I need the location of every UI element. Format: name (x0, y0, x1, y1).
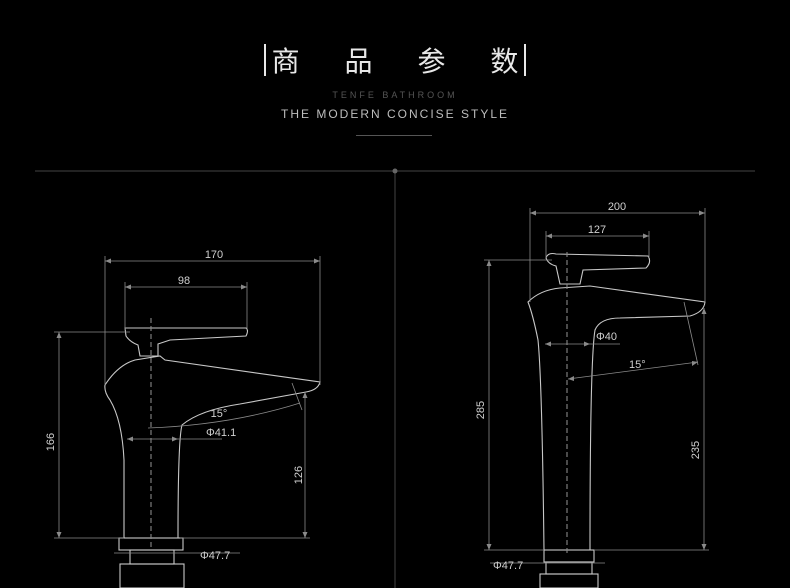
left-label-spout-height: 126 (293, 466, 305, 484)
left-arrowheads (56, 258, 320, 538)
right-label-base-dia: Φ47.7 (493, 560, 523, 572)
right-label-spout-height: 235 (690, 441, 702, 459)
right-label-height-total: 285 (475, 401, 487, 419)
title-text: 商 品 参 数 (271, 45, 537, 78)
left-label-width-handle: 98 (178, 275, 190, 287)
right-nut (539, 573, 599, 588)
left-dimensions (54, 256, 321, 554)
left-label-spout-dia: Φ41.1 (206, 427, 236, 439)
left-label-width-total: 170 (205, 249, 223, 261)
left-label-height-total: 166 (45, 433, 57, 451)
right-dimensions (484, 208, 709, 564)
slogan: THE MODERN CONCISE STYLE (280, 107, 510, 121)
right-faucet (527, 252, 706, 588)
divider-node (392, 168, 398, 174)
brand-name: TENFE BATHROOM (332, 90, 458, 100)
left-body (104, 355, 321, 539)
right-label-spout-dia: Φ40 (596, 331, 617, 343)
title-bar-left (263, 44, 266, 76)
right-base (543, 549, 595, 563)
page-title: 商 品 参 数 (0, 40, 790, 80)
left-faucet (104, 318, 321, 588)
right-angle-arc (567, 361, 699, 380)
right-label-width-total: 200 (608, 201, 626, 213)
right-label-angle: 15° (629, 359, 646, 371)
right-arrowheads (486, 210, 707, 550)
header: 商 品 参 数 TENFE BATHROOM THE MODERN CONCIS… (0, 0, 790, 150)
left-angle-ref (291, 382, 303, 411)
right-handle (545, 252, 651, 285)
left-thread (129, 549, 175, 565)
left-label-angle: 15° (211, 408, 228, 420)
right-label-width-handle: 127 (588, 224, 606, 236)
left-handle (124, 327, 249, 357)
right-body (527, 285, 706, 551)
right-thread (545, 561, 593, 575)
left-label-base-dia: Φ47.7 (200, 550, 230, 562)
header-divider (356, 135, 432, 136)
left-angle-arc (147, 402, 301, 429)
title-bar-right (524, 44, 527, 76)
right-angle-ref (683, 301, 699, 366)
left-nut (119, 563, 185, 588)
